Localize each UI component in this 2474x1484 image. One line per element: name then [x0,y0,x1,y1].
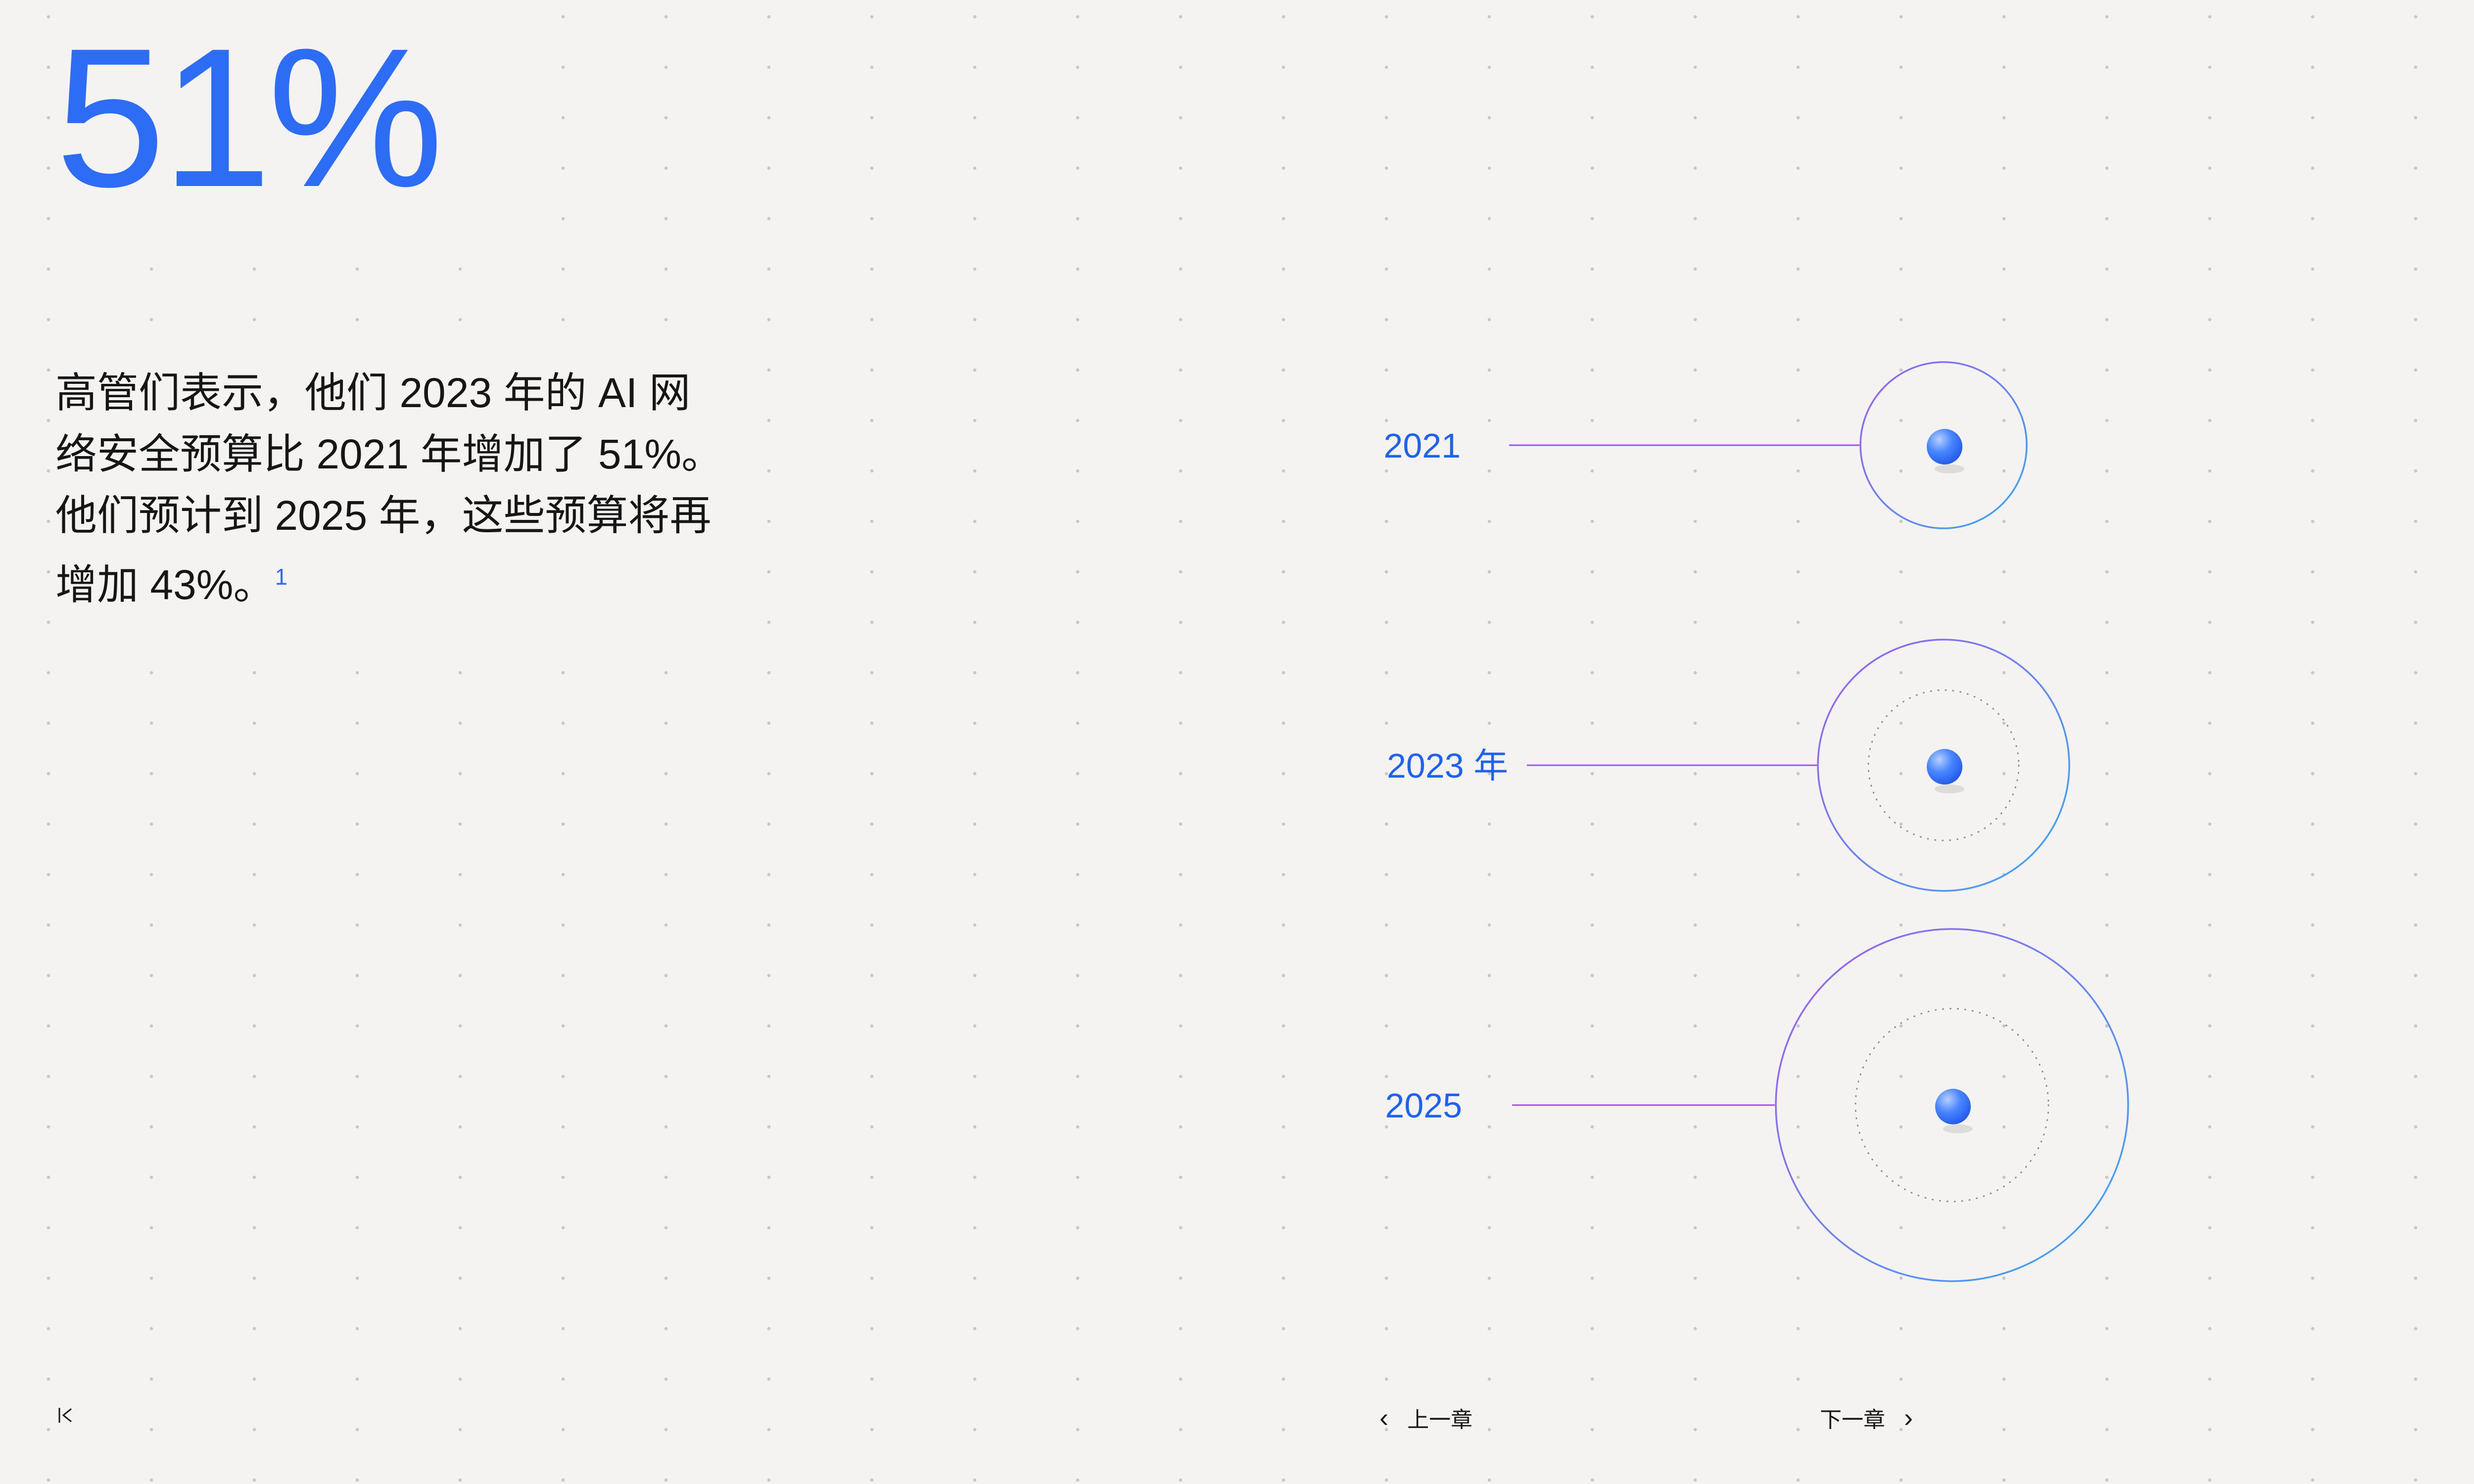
inner-dotted-ring-2023 [1867,689,2020,841]
next-chapter-button[interactable]: 下一章 › [1820,1402,1913,1434]
bubble-label-2021: 2021 [1383,426,1461,465]
inner-dotted-ring-2025 [1855,1008,2049,1203]
bubble-ring-2021 [1859,361,2028,529]
footnote-marker: 1 [275,564,288,590]
bubble-ring-2023 [1817,639,2070,892]
prev-chapter-button[interactable]: ‹ 上一章 [1380,1402,1473,1434]
bubble-2025: 2025 [1385,928,2129,1282]
bubble-label-2025: 2025 [1385,1086,1462,1125]
data-sphere-2025 [1935,1089,1971,1124]
sphere-shadow-2025 [1943,1124,1973,1133]
skip-to-start-button[interactable] [54,1404,77,1429]
chevron-right-icon: › [1904,1403,1913,1433]
body-line-4: 增加 43%。 [55,561,275,608]
next-chapter-label: 下一章 [1820,1408,1885,1432]
prev-chapter-label: 上一章 [1407,1408,1473,1432]
stat-headline: 51% [51,14,475,239]
body-line-2: 络安全预算比 2021 年增加了 51%。 [55,431,723,477]
chevron-left-icon: ‹ [1380,1403,1388,1433]
sphere-shadow-2021 [1935,464,1964,473]
bubble-2023: 2023 年 [1387,639,2070,892]
skip-to-start-icon [58,1408,72,1423]
body-line-3: 他们预计到 2025 年，这些预算将再 [55,492,712,539]
bubble-ring-2025 [1775,928,2129,1282]
data-sphere-2021 [1927,429,1962,464]
body-paragraph: 高管们表示，他们 2023 年的 AI 网 络安全预算比 2021 年增加了 5… [55,352,758,633]
sphere-shadow-2023 [1935,785,1964,793]
body-line-1: 高管们表示，他们 2023 年的 AI 网 [55,370,691,416]
bubble-label-2023: 2023 年 [1387,746,1508,785]
data-sphere-2023 [1927,749,1962,785]
bubble-2021: 2021 [1383,361,2028,529]
